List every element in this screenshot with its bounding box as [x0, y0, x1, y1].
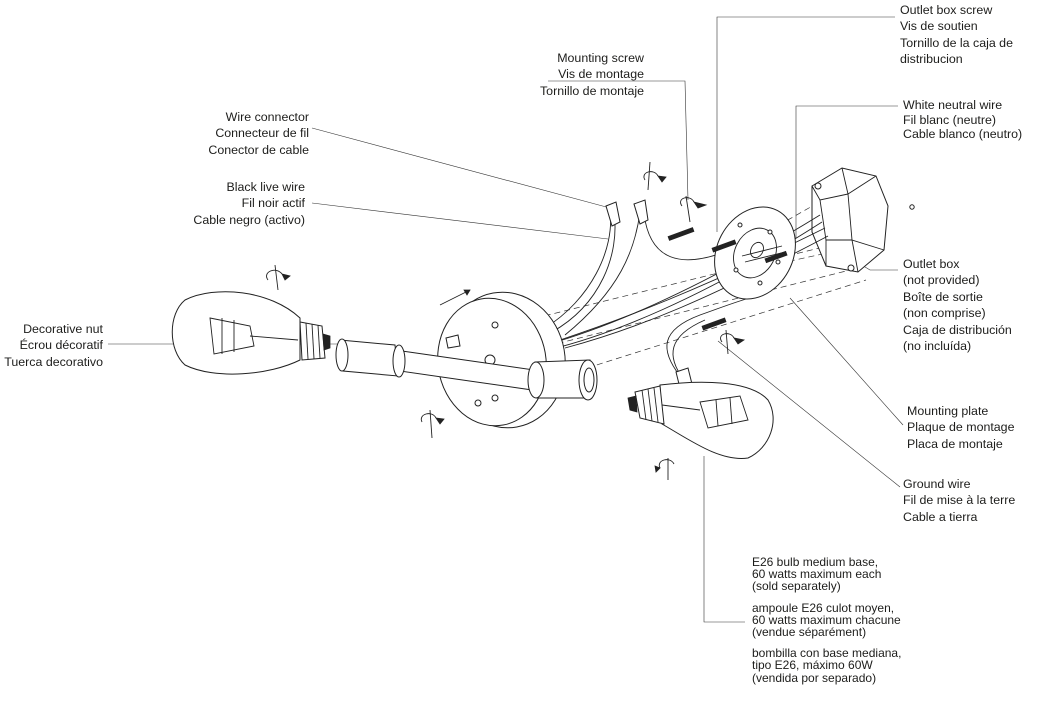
label-line: Placa de montaje: [907, 436, 1003, 451]
label-line: Decorative nut: [23, 322, 103, 336]
leader-wire-connector: [311, 127, 611, 209]
label-line: Vis de montage: [558, 67, 644, 82]
label-line: Ground wire: [903, 477, 971, 491]
leader-lines: [108, 16, 904, 623]
rotate-arrow-icon: [654, 458, 675, 480]
label-line: (vendida por separado): [752, 670, 877, 685]
leader-mounting-plate: [789, 297, 904, 426]
label-decorative-nut: Decorative nut Écrou décoratif Tuerca de…: [4, 321, 103, 370]
label-line: Black live wire: [226, 180, 306, 194]
label-line: Caja de distribución: [903, 322, 1012, 337]
label-line: Tornillo de la caja de: [900, 35, 1013, 50]
label-line: (non comprise): [903, 306, 986, 321]
leader-bulb: [703, 456, 745, 623]
label-line: bombilla con base mediana,: [752, 646, 902, 661]
label-white-neutral-wire: White neutral wire Fil blanc (neutre) Ca…: [903, 98, 1022, 142]
label-line: Mounting plate: [907, 404, 989, 418]
label-line: Connecteur de fil: [215, 126, 309, 141]
leader-ground-wire: [717, 340, 901, 488]
label-mounting-plate: Mounting plate Plaque de montage Placa d…: [907, 403, 1014, 452]
label-line: (sold separately): [752, 579, 841, 594]
label-line: Outlet box: [903, 257, 960, 271]
label-line: Conector de cable: [208, 142, 309, 157]
label-line: Mounting screw: [557, 51, 644, 65]
label-ground-wire: Ground wire Fil de mise à la terre Cable…: [903, 476, 1015, 525]
rotate-arrow-icon: [720, 329, 746, 355]
label-line: Fil noir actif: [241, 196, 305, 211]
label-line: Plaque de montage: [907, 420, 1015, 435]
mounting-plate: [714, 206, 796, 300]
leader-white-neutral-wire: [795, 105, 898, 238]
leader-mounting-screw: [548, 80, 689, 201]
rotate-arrow-icon: [266, 264, 291, 291]
label-line: (vendue séparément): [752, 625, 867, 640]
label-line: tipo E26, máximo 60W: [752, 658, 873, 673]
outlet-box: [811, 167, 915, 273]
bulb-info-fr: ampoule E26 culot moyen, 60 watts maximu…: [752, 600, 901, 640]
rotate-arrow-icon: [420, 409, 445, 439]
leader-black-live-wire: [311, 202, 609, 240]
label-outlet-box: Outlet box (not provided) Boîte de sorti…: [903, 256, 1012, 354]
label-line: Wire connector: [225, 110, 309, 124]
label-line: E26 bulb medium base,: [752, 555, 879, 569]
rotate-arrow-icon: [643, 161, 667, 191]
leader-outlet-box-screw: [716, 16, 895, 232]
label-line: Outlet box screw: [900, 3, 993, 17]
screws: [439, 227, 788, 331]
label-wire-connector: Wire connector Connecteur de fil Conecto…: [208, 109, 309, 158]
label-outlet-box-screw: Outlet box screw Vis de soutien Tornillo…: [900, 2, 1013, 68]
bulb-info-en: E26 bulb medium base, 60 watts maximum e…: [752, 556, 901, 593]
rotation-arrows: [266, 161, 746, 480]
arm-and-sockets: [335, 338, 598, 401]
label-mounting-screw: Mounting screw Vis de montage Tornillo d…: [540, 50, 644, 99]
label-line: Boîte de sortie: [903, 289, 983, 304]
label-line: Vis de soutien: [900, 19, 978, 34]
left-bulb: [171, 291, 331, 375]
rotate-arrow-icon: [680, 195, 708, 223]
label-line: Tornillo de montaje: [539, 83, 644, 98]
label-line: Écrou décoratif: [19, 338, 103, 353]
label-line: 60 watts maximum each: [752, 567, 882, 582]
label-line: White neutral wire: [903, 98, 1003, 112]
label-line: distribucion: [900, 52, 963, 67]
label-line: Fil blanc (neutre): [903, 112, 996, 127]
label-line: Cable negro (activo): [193, 212, 305, 227]
wire-connectors: [605, 199, 693, 389]
bulb-info-es: bombilla con base mediana, tipo E26, máx…: [752, 647, 901, 684]
label-bulb-info: E26 bulb medium base, 60 watts maximum e…: [752, 556, 901, 693]
label-line: Tuerca decorativo: [4, 354, 103, 369]
label-line: 60 watts maximum chacune: [752, 612, 901, 627]
label-line: (no incluída): [903, 339, 972, 354]
label-line: ampoule E26 culot moyen,: [752, 600, 895, 615]
label-line: Cable blanco (neutro): [903, 127, 1023, 142]
label-line: Cable a tierra: [903, 509, 978, 524]
label-line: (not provided): [903, 273, 980, 288]
label-black-live-wire: Black live wire Fil noir actif Cable neg…: [193, 179, 305, 228]
right-bulb: [627, 381, 774, 459]
label-line: Fil de mise à la terre: [903, 493, 1016, 508]
